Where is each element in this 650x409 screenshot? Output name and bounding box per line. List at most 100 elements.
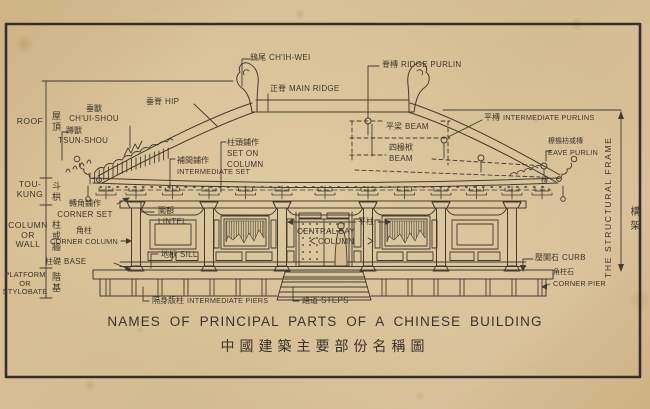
sill-lines xyxy=(119,261,527,267)
chih-wei-zh: 鴟尾 xyxy=(250,53,266,62)
lintel-zh: 闌額 xyxy=(158,206,174,215)
bracket-set-band xyxy=(95,185,553,200)
platform-stylobate xyxy=(92,269,554,297)
facade-columns xyxy=(126,201,522,272)
section-column-wall-zh: 柱或牆 xyxy=(51,220,61,253)
right-dimension-line xyxy=(442,109,624,272)
intermediate-purlins-en: INTERMEDIATE PURLINS xyxy=(503,113,595,122)
left-dimension-line xyxy=(39,80,234,299)
corner-pier-zh: 角柱石 xyxy=(553,269,574,276)
wall-frame xyxy=(119,207,527,267)
label-steps: 踏道 STEPS xyxy=(302,296,349,306)
section-platform-line3: STYLOBATE xyxy=(2,287,48,297)
leader-steps xyxy=(292,286,300,302)
leader-sill xyxy=(150,253,159,269)
lintel-band xyxy=(119,200,527,209)
label-hip: 垂脊 HIP xyxy=(146,97,179,107)
section-roof-zh: 屋頂 xyxy=(51,111,61,133)
column-bases xyxy=(127,265,521,272)
hip-en: HIP xyxy=(165,97,180,106)
label-corner-pier: 角柱石 CORNER PIER xyxy=(553,268,606,289)
window-lattice-curtain xyxy=(386,220,426,244)
beam-pingliang-en: BEAM xyxy=(405,122,429,131)
label-intermediate-set: 補間鋪作 INTERMEDIATE SET xyxy=(177,155,250,177)
label-sill: 地栿 SILL xyxy=(161,250,198,260)
intermediate-set-en: INTERMEDIATE SET xyxy=(177,167,251,176)
eave-purlin-zh: 橑檐枋或槫 xyxy=(548,138,583,145)
leader-eave-purlin xyxy=(545,150,552,162)
corner-set-zh: 轉角鋪作 xyxy=(69,199,101,208)
eave-lines xyxy=(92,177,559,188)
ridge-purlin-en: RIDGE PURLIN xyxy=(401,60,462,69)
label-corner-column: 角柱 CORNER COLUMN xyxy=(48,225,120,247)
main-ridge-zh: 正脊 xyxy=(270,84,286,93)
label-corner-set: 轉角鋪作 CORNER SET xyxy=(54,198,116,220)
section-column-wall-line2: OR xyxy=(21,229,35,240)
window-bay4 xyxy=(374,215,438,261)
label-purlin-char: 槫 xyxy=(541,177,548,184)
set-on-column-zh: 柱頭鋪作 xyxy=(227,138,259,147)
label-chui-shou: 垂獸 CH'UI-SHOU xyxy=(60,104,128,124)
label-intermediate-piers: 隔身版柱 INTERMEDIATE PIERS xyxy=(152,296,268,306)
label-ridge-purlin: 脊槫 RIDGE PURLIN xyxy=(382,60,462,70)
chui-shou-zh: 垂獸 xyxy=(86,104,102,113)
section-roof: ROOF xyxy=(14,116,46,127)
curb-en: CURB xyxy=(562,253,586,262)
drawing-title-english: NAMES OF PRINCIPAL PARTS OF A CHINESE BU… xyxy=(107,314,543,329)
section-toukung: TOU- KUNG xyxy=(14,179,46,199)
label-chih-wei: 鴟尾 CH'IH-WEI xyxy=(250,53,311,63)
label-curb: 壓闌石 CURB xyxy=(535,253,586,263)
set-on-column-en2: COLUMN xyxy=(227,160,264,169)
section-toukung-zh: 斗栱 xyxy=(51,181,61,203)
ridge-purlin-zh: 脊槫 xyxy=(382,60,398,69)
label-eave-purlin: 橑檐枋或槫 EAVE PURLIN xyxy=(548,137,598,158)
hip-ridges xyxy=(96,102,562,184)
label-intermediate-purlins: 平槫 INTERMEDIATE PURLINS xyxy=(484,113,594,123)
tsun-shou-en: TSUN-SHOU xyxy=(58,136,109,145)
beam-pingliang-zh: 平梁 xyxy=(386,122,402,131)
section-platform: PLATFORM OR STYLOBATE xyxy=(2,270,48,297)
label-beam-sichuanfu: 四椽栿 BEAM xyxy=(389,143,413,164)
central-bay-door xyxy=(286,211,362,267)
label-set-on-column: 柱頭鋪作 SET ON COLUMN xyxy=(227,137,263,170)
corner-column-en: CORNER COLUMN xyxy=(50,237,118,246)
beam-sichuanfu-en: BEAM xyxy=(389,153,413,163)
section-column-wall-line1: COLUMN xyxy=(8,220,48,230)
tsun-shou-figures xyxy=(65,159,92,173)
intermediate-set-zh: 補間鋪作 xyxy=(177,156,209,165)
label-central-bay-en2: COLUMN xyxy=(318,237,355,246)
label-beam-pingliang: 平梁 BEAM xyxy=(386,122,429,132)
chih-wei-right-finial xyxy=(407,62,430,113)
intermediate-purlins-zh: 平槫 xyxy=(484,113,500,122)
steps-zh: 踏道 xyxy=(302,296,318,305)
right-eave-corner-ornament xyxy=(509,155,578,202)
steps-en: STEPS xyxy=(321,296,349,305)
section-column-wall: COLUMN OR WALL xyxy=(8,220,48,250)
section-toukung-line1: TOU- xyxy=(18,179,42,189)
main-ridge-en: MAIN RIDGE xyxy=(289,84,340,93)
intermediate-piers-en: INTERMEDIATE PIERS xyxy=(187,296,269,305)
wall-panels-bay1 xyxy=(147,219,199,261)
chui-shou-en: CH'UI-SHOU xyxy=(69,114,119,123)
label-leader-lines xyxy=(61,58,552,302)
wall-panels-bay5 xyxy=(449,219,501,261)
section-toukung-line2: KUNG xyxy=(16,188,44,199)
main-ridge xyxy=(251,99,415,113)
window-bay2 xyxy=(213,215,277,261)
label-structural-frame-zh: 構架 xyxy=(628,206,639,234)
chih-wei-en: CH'IH-WEI xyxy=(269,53,311,62)
label-central-bay-zh: 平柱 xyxy=(358,217,374,226)
section-platform-zh: 階基 xyxy=(51,272,61,294)
section-platform-line1: PLATFORM xyxy=(4,270,46,279)
base-zh: 柱礎 xyxy=(45,257,61,266)
beam-sichuanfu-zh: 四椽栿 xyxy=(389,143,413,152)
hip-zh: 垂脊 xyxy=(146,97,162,106)
platform-piers xyxy=(105,278,543,297)
label-main-ridge: 正脊 MAIN RIDGE xyxy=(270,84,340,94)
sill-en: SILL xyxy=(180,250,198,259)
label-base: 柱礎 BASE xyxy=(45,257,87,267)
leader-chih-wei xyxy=(241,58,251,87)
leader-tsun-shou xyxy=(61,131,69,161)
